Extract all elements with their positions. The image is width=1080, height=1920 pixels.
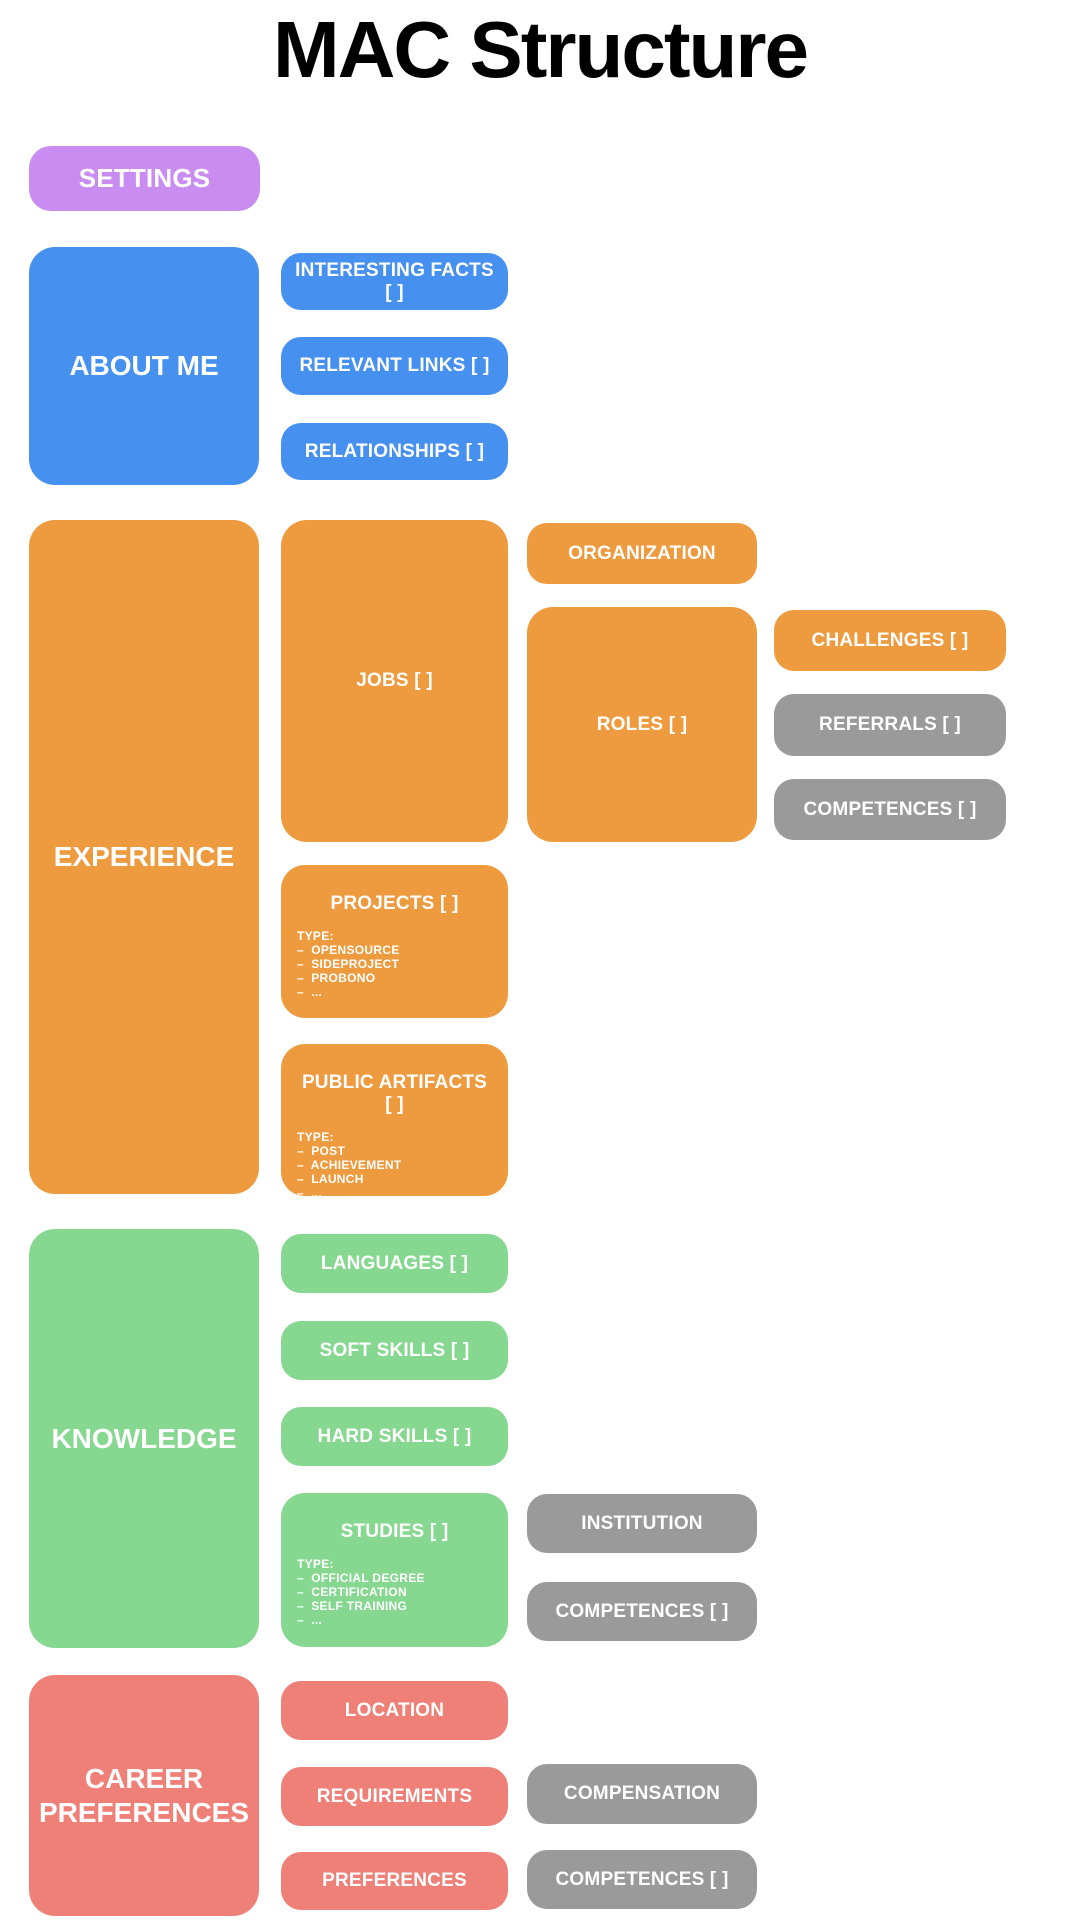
node-public-artifacts: PUBLIC ARTIFACTS [ ] TYPE: – POST– ACHIE… (281, 1044, 508, 1200)
node-interesting-facts: INTERESTING FACTS [ ] (281, 253, 508, 310)
node-location: LOCATION (281, 1681, 508, 1740)
type-item: – OPENSOURCE (297, 943, 400, 957)
node-jobs: JOBS [ ] (281, 520, 508, 842)
node-institution: INSTITUTION (527, 1494, 757, 1553)
node-preferences-competences: COMPETENCES [ ] (527, 1850, 757, 1909)
node-referrals: REFERRALS [ ] (774, 694, 1006, 756)
node-knowledge: KNOWLEDGE (29, 1229, 259, 1648)
node-hard-skills: HARD SKILLS [ ] (281, 1407, 508, 1466)
studies-type-list: – OFFICIAL DEGREE– CERTIFICATION– SELF T… (297, 1571, 492, 1627)
node-requirements: REQUIREMENTS (281, 1767, 508, 1826)
node-roles-competences: COMPETENCES [ ] (774, 779, 1006, 840)
type-item: – SELF TRAINING (297, 1599, 408, 1613)
node-career-preferences: CAREER PREFERENCES (29, 1675, 259, 1916)
type-item: – LAUNCH (297, 1172, 364, 1186)
node-experience: EXPERIENCE (29, 520, 259, 1194)
node-organization: ORGANIZATION (527, 523, 757, 584)
node-roles: ROLES [ ] (527, 607, 757, 842)
type-item: – CERTIFICATION (297, 1585, 407, 1599)
type-item: – ... (297, 1186, 323, 1200)
node-studies-label: STUDIES [ ] (340, 1521, 449, 1542)
node-soft-skills: SOFT SKILLS [ ] (281, 1321, 508, 1380)
type-item: – PROBONO (297, 971, 376, 985)
studies-type-heading: TYPE: (297, 1557, 334, 1571)
type-item: – SIDEPROJECT (297, 957, 400, 971)
public-artifacts-type-heading: TYPE: (297, 1130, 334, 1144)
projects-type-list: – OPENSOURCE– SIDEPROJECT– PROBONO– ... (297, 943, 492, 999)
node-languages: LANGUAGES [ ] (281, 1234, 508, 1293)
public-artifacts-type-list: – POST– ACHIEVEMENT– LAUNCH– ... (297, 1144, 492, 1200)
node-challenges: CHALLENGES [ ] (774, 610, 1006, 671)
node-projects: PROJECTS [ ] TYPE: – OPENSOURCE– SIDEPRO… (281, 865, 508, 1018)
node-projects-label: PROJECTS [ ] (330, 893, 459, 914)
type-item: – ... (297, 985, 323, 999)
type-item: – ... (297, 1613, 323, 1627)
node-relevant-links: RELEVANT LINKS [ ] (281, 337, 508, 395)
page-title: MAC Structure (272, 5, 809, 94)
node-preferences: PREFERENCES (281, 1852, 508, 1910)
node-settings: SETTINGS (29, 146, 260, 211)
node-relationships: RELATIONSHIPS [ ] (281, 423, 508, 480)
node-studies: STUDIES [ ] TYPE: – OFFICIAL DEGREE– CER… (281, 1493, 508, 1647)
type-item: – POST (297, 1144, 346, 1158)
node-public-artifacts-label: PUBLIC ARTIFACTS [ ] (301, 1072, 488, 1115)
type-item: – OFFICIAL DEGREE (297, 1571, 425, 1585)
type-item: – ACHIEVEMENT (297, 1158, 402, 1172)
node-compensation: COMPENSATION (527, 1764, 757, 1824)
node-studies-competences: COMPETENCES [ ] (527, 1582, 757, 1641)
node-about-me: ABOUT ME (29, 247, 259, 485)
projects-type-heading: TYPE: (297, 929, 334, 943)
